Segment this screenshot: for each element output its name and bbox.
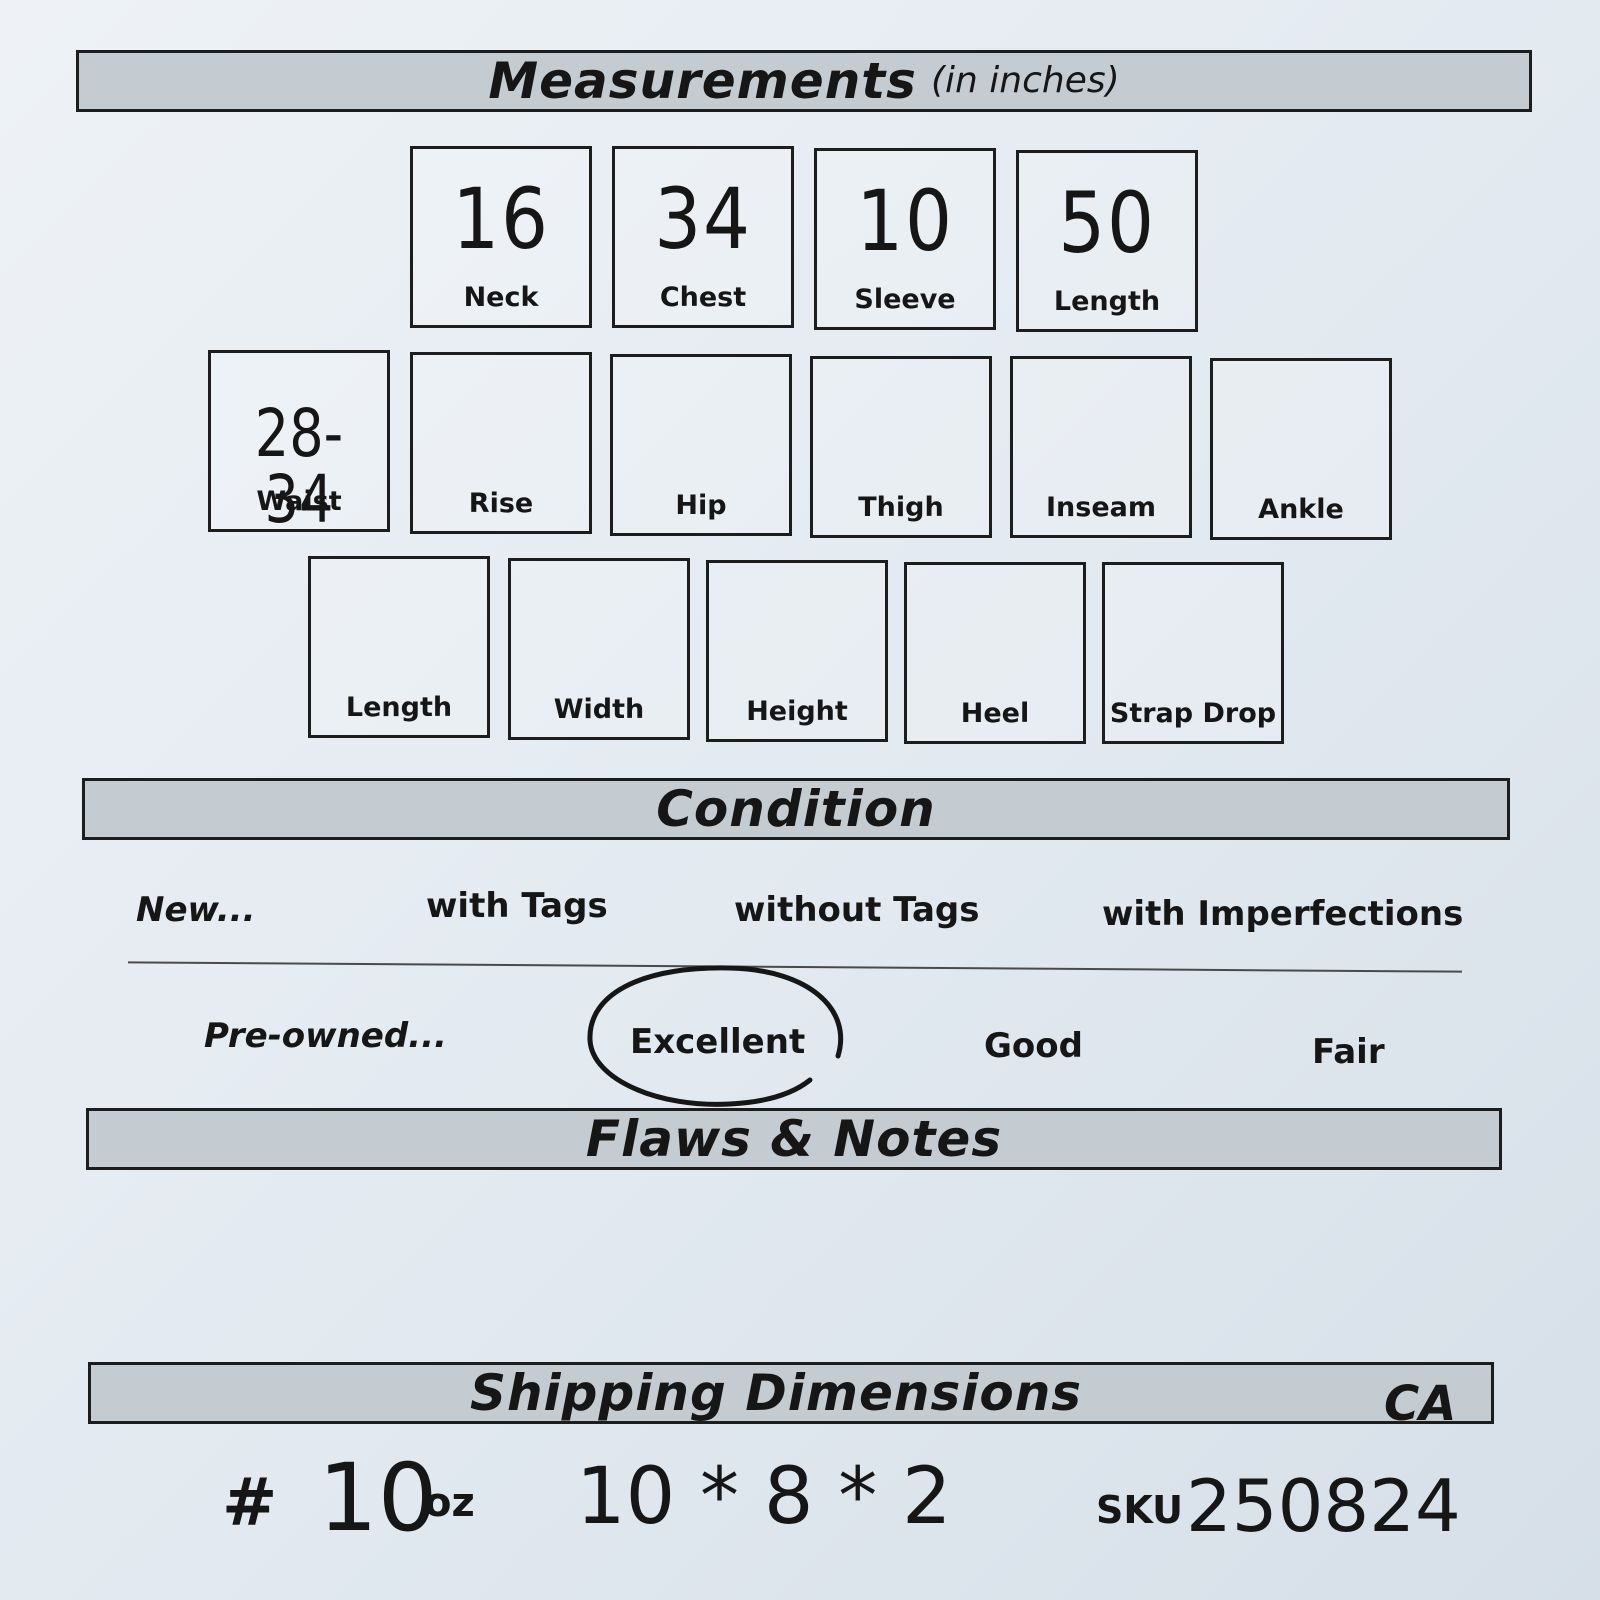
measurement-label: Neck — [463, 282, 539, 313]
measurement-value: 10 — [856, 172, 954, 270]
measurement-box-waist[interactable]: 28-34 Waist — [208, 350, 390, 538]
measurement-label: Length — [345, 692, 453, 723]
measurement-label: Thigh — [858, 492, 944, 523]
measurement-label: Length — [1053, 286, 1161, 317]
measurement-label: Sleeve — [854, 284, 956, 315]
measurement-label: Inseam — [1045, 492, 1156, 523]
sku-label: SKU — [1096, 1488, 1184, 1532]
measurement-label: Ankle — [1258, 494, 1344, 525]
selection-circle-mark — [587, 965, 844, 1107]
measurement-box-heel[interactable]: Heel — [904, 562, 1086, 744]
measurement-box-length[interactable]: 50 Length — [1016, 150, 1198, 332]
measurements-title: Measurements — [488, 52, 917, 110]
weight-prefix: # — [222, 1464, 278, 1541]
measurement-value: 50 — [1058, 174, 1156, 272]
measurement-box-strap-drop[interactable]: Strap Drop — [1102, 562, 1284, 744]
flaws-banner: Flaws & Notes — [86, 1108, 1502, 1170]
option-fair[interactable]: Fair — [1312, 1032, 1385, 1072]
new-heading: New... — [136, 890, 256, 930]
measurement-box-sleeve[interactable]: 10 Sleeve — [814, 148, 996, 330]
shipping-title: Shipping Dimensions — [469, 1364, 1083, 1422]
measurement-box-item-length[interactable]: Length — [308, 556, 490, 738]
measurement-value: 28-34 — [254, 395, 344, 538]
shipping-code: CA — [1384, 1376, 1457, 1432]
measurement-label: Rise — [468, 488, 534, 519]
condition-title: Condition — [656, 780, 936, 838]
measurement-box-width[interactable]: Width — [508, 558, 690, 740]
measurement-label: Strap Drop — [1109, 698, 1277, 729]
measurement-box-neck[interactable]: 16 Neck — [410, 146, 592, 328]
measurement-box-rise[interactable]: Rise — [410, 352, 592, 534]
measurement-label: Chest — [659, 282, 747, 313]
measurement-label: Heel — [960, 698, 1030, 729]
measurement-label: Hip — [675, 490, 727, 521]
measurement-label: Width — [553, 694, 645, 725]
measurement-label: Height — [746, 696, 848, 727]
option-with-tags[interactable]: with Tags — [426, 886, 608, 926]
measurements-banner: Measurements (in inches) — [76, 50, 1532, 112]
measurement-box-ankle[interactable]: Ankle — [1210, 358, 1392, 540]
measurement-value: 16 — [452, 170, 550, 268]
condition-banner: Condition — [82, 778, 1510, 840]
shipping-banner: Shipping Dimensions — [88, 1362, 1494, 1424]
measurement-box-inseam[interactable]: Inseam — [1010, 356, 1192, 538]
option-without-tags[interactable]: without Tags — [734, 890, 980, 930]
weight-value: 10 — [318, 1444, 438, 1553]
flaws-title: Flaws & Notes — [585, 1110, 1003, 1168]
preowned-heading: Pre-owned... — [204, 1016, 447, 1056]
option-good[interactable]: Good — [984, 1026, 1083, 1066]
measurement-box-hip[interactable]: Hip — [610, 354, 792, 536]
option-excellent[interactable]: Excellent — [630, 1022, 806, 1062]
measurement-value: 34 — [654, 170, 752, 268]
weight-unit: oz — [424, 1480, 475, 1526]
option-with-imperfections[interactable]: with Imperfections — [1102, 894, 1464, 934]
sku-value: 250824 — [1186, 1464, 1461, 1548]
package-dimensions: 10 * 8 * 2 — [576, 1452, 952, 1542]
measurement-box-thigh[interactable]: Thigh — [810, 356, 992, 538]
measurement-box-chest[interactable]: 34 Chest — [612, 146, 794, 328]
measurements-subtitle: (in inches) — [930, 60, 1120, 101]
measurement-box-height[interactable]: Height — [706, 560, 888, 742]
measurement-label: Waist — [256, 486, 342, 517]
